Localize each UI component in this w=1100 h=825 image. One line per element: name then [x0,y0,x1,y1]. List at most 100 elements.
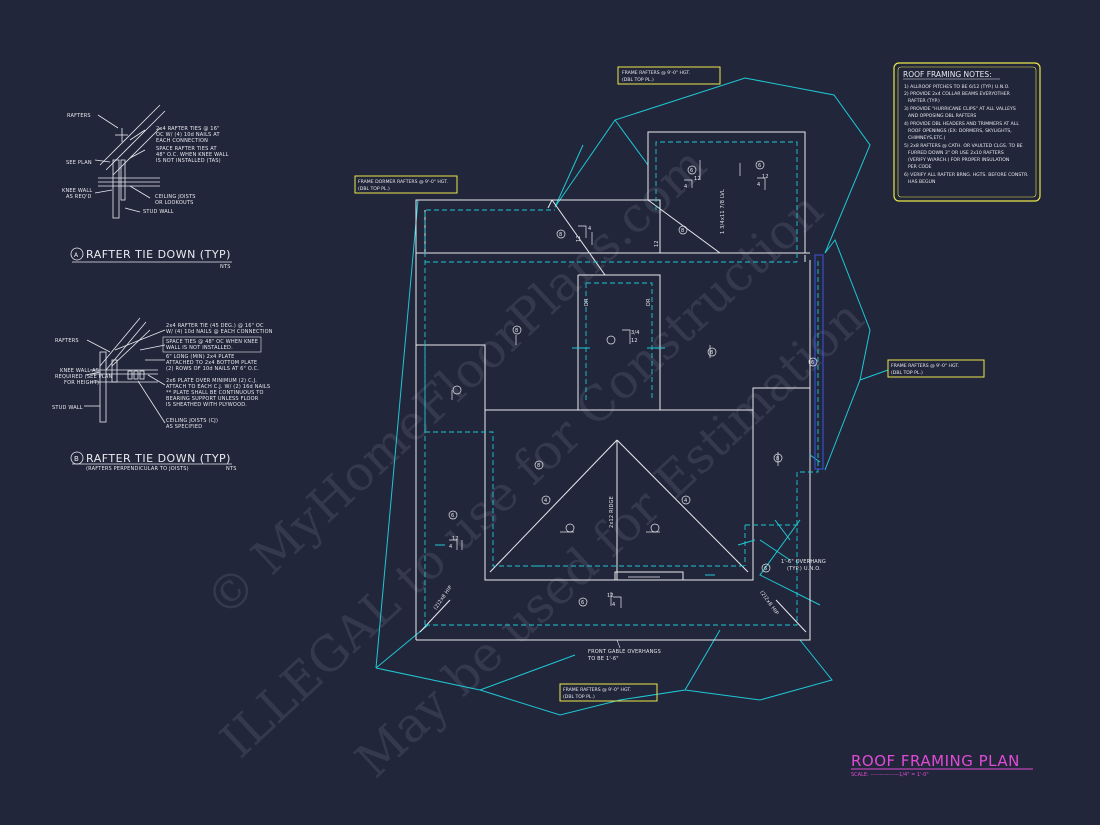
rafter-number: 8 [515,328,518,334]
callout-dormer-line-1: FRAME DORMER RAFTERS @ 9'-0" HGT. [358,179,448,185]
callout-right-line-2: (DBL TOP PL.) [891,370,923,376]
pitch-label: 3/4 [631,330,640,336]
detail-b-sketch [84,317,166,424]
lvl-beam-label: 1 3/4x11 7/8 LVL [720,189,726,234]
detail-b-label-rafters: RAFTERS [55,338,79,344]
rafter-number: 4 [684,498,687,504]
detail-b-label-knee-3: FOR HEIGHT) [64,380,99,386]
detail-b-label-space-2: WALL IS NOT INSTALLED. [166,345,233,351]
detail-b-label-tie-1: 2x4 RAFTER TIE (45 DEG.) @ 16" OC [166,323,264,329]
watermark: © MyHomeFloorPlans.com ILLEGAL to use fo… [195,136,875,788]
pitch-symbols [449,177,766,608]
dormer-label-left: DR [584,298,590,306]
rafter-number: 6 [811,360,814,366]
roof-plan-outline [415,131,811,641]
detail-a-label-ceiling-2: OR LOOKOUTS [155,200,194,206]
pitch-label: 12 [631,338,638,344]
notes-list: 1) ALLROOF PITCHES TO BE 6/12 (TYP.) U.N… [904,84,1029,185]
pitch-label: 12 [607,593,614,599]
note-line: 4) PROVIDE DBL HEADERS AND TRIMMERS AT A… [904,121,1019,127]
detail-b-label-over-1: 2x6 PLATE OVER MINIMUM (2) C.J. [166,378,257,384]
detail-a-label-stud-wall: STUD WALL [143,209,174,215]
hip-right-label: (2)2x8 HIP [758,590,779,617]
detail-b-label-over-5: IS SHEATHED WITH PLYWOOD. [166,402,247,408]
rafter-number: 8 [681,228,684,234]
pitch-label: 12 [452,536,459,542]
note-line: ROOF OPENINGS (EX: DORMERS, SKYLIGHTS, [908,128,1012,134]
notes-title: ROOF FRAMING NOTES: [903,70,992,79]
detail-a-title: RAFTER TIE DOWN (TYP) [86,248,231,261]
pitch-label: 4 [757,182,760,188]
watermark-line-2: ILLEGAL to use for Construction [210,181,834,768]
pitch-label: 4 [684,184,687,190]
plan-title: ROOF FRAMING PLAN [851,752,1020,770]
detail-b-subtitle: (RAFTERS PERPENDICULAR TO JOISTS) [86,466,189,472]
note-line: 2) PROVIDE 2x4 COLLAR BEAMS EVERYOTHER [904,91,1011,97]
detail-a-label-space-3: IS NOT INSTALLED (TAS) [156,158,221,164]
note-line: FURRED DOWN 3" OR USE 2x10 RAFTERS [908,150,1004,156]
detail-a-label-tie-2: OC W/ (4) 10d NAILS AT [156,132,220,138]
pitch-label: 12 [694,176,701,182]
callout-dormer: FRAME DORMER RAFTERS @ 9'-0" HGT. (DBL T… [354,175,458,194]
pitch-labels: 4 12 4 12 4 12 3/4 12 4 12 4 12 [449,174,769,608]
callout-right-line-1: FRAME RAFTERS @ 9'-0" HGT. [891,363,959,369]
notes-box [893,62,1041,202]
callout-bottom: FRAME RAFTERS @ 9'-0" HGT. (DBL TOP PL.) [559,683,658,702]
pitch-label: 4 [449,544,452,550]
gable-leader [616,639,621,649]
detail-b-scale: NTS [226,466,237,472]
detail-a-marker-circle [70,247,84,261]
gable-overhang-label-1: FRONT GABLE OVERHANGS [588,649,661,655]
rafter-number: 8 [559,232,562,238]
callout-right: FRAME RAFTERS @ 9'-0" HGT. (DBL TOP PL.) [887,359,985,378]
rafter-number-labels: 8 8 8 6 6 8 8 8 4 4 6 6 6 6 [451,163,814,606]
callout-top: FRAME RAFTERS @ 9'-0" HGT. (DBL TOP PL.) [617,66,721,85]
detail-a-label-ceiling-1: CEILING JOISTS [155,194,196,200]
note-line: 3) PROVIDE "HURRICANE CLIPS" AT ALL VALL… [904,106,1016,112]
detail-a-marker: A [74,252,79,259]
note-line: (VERIFY W/ARCH.) FOR PROPER INSULATION [908,157,1009,163]
detail-b-label-knee-2: REQUIRED (SEE PLAN [55,374,113,380]
note-line: HAS BEGUN [908,179,935,185]
pitch-label: 12 [762,174,769,180]
overhang-label-2: (TYP.) U.N.O. [787,566,821,572]
detail-b-label-plate-1: 6" LONG (MIN) 2x4 PLATE [166,354,235,360]
pitch-label: 4 [588,226,591,232]
detail-a-label-tie-1: 2x4 RAFTER TIES @ 16" [156,126,220,132]
detail-b-label-knee-1: KNEE WALL AS [60,368,99,374]
detail-a-label-see-plan: SEE PLAN [66,160,92,166]
note-line: RAFTER (TYP.) [908,98,940,104]
dormer-label-right: DR [646,298,652,306]
ridge-label: 2x12 RIDGE [609,496,615,528]
rafter-number: 6 [581,600,584,606]
detail-a-label-rafters: RAFTERS [67,113,91,119]
detail-a-label-knee-wall-2: AS REQ'D [66,194,92,200]
pitch-label: 12 [576,235,582,242]
callout-bottom-line-2: (DBL TOP PL.) [563,694,595,700]
callout-top-line-1: FRAME RAFTERS @ 9'-0" HGT. [622,70,690,76]
rafter-number: 8 [776,456,779,462]
pitch-label: 4 [612,602,615,608]
callout-top-line-2: (DBL TOP PL.) [622,77,654,83]
detail-a-label-space-1: SPACE RAFTER TIES AT [156,146,217,152]
rafter-number: 6 [758,163,761,169]
plan-scale: SCALE: ----------------1/4" = 1'-0" [851,772,929,778]
rafter-symbols [448,160,818,607]
detail-a-scale: NTS [220,264,231,270]
detail-b-label-over-4: BEARING SUPPORT UNLESS FLOOR [166,396,259,402]
rafter-number: 4 [544,498,547,504]
detail-b-label-cj-1: CEILING JOISTS (CJ) [166,418,218,424]
detail-a-label-space-2: 48" O.C. WHEN KNEE WALL [156,152,229,158]
note-line: 6) VERIFY ALL RAFTER BRNG. HGTS. BEFORE … [904,172,1029,178]
rafter-number: 6 [764,566,767,572]
detail-b-label-tie-2: W/ (4) 10d NAILS @ EACH CONNECTION [166,329,273,335]
note-line: CHIMNEYS,ETC.) [908,135,946,141]
note-line: 1) ALLROOF PITCHES TO BE 6/12 (TYP.) U.N… [904,84,1010,90]
rafter-zone-leaders [375,77,889,716]
note-line: 5) 2x8 RAFTERS @ CATH. OR VAULTED CLGS. … [904,143,1023,149]
detail-b-label-over-2: ATTACH TO EACH C.J. W/ (2) 16d NAILS [166,384,270,390]
rafter-number: 8 [710,350,713,356]
rafter-number: 6 [690,168,693,174]
rafter-number: 6 [451,513,454,519]
